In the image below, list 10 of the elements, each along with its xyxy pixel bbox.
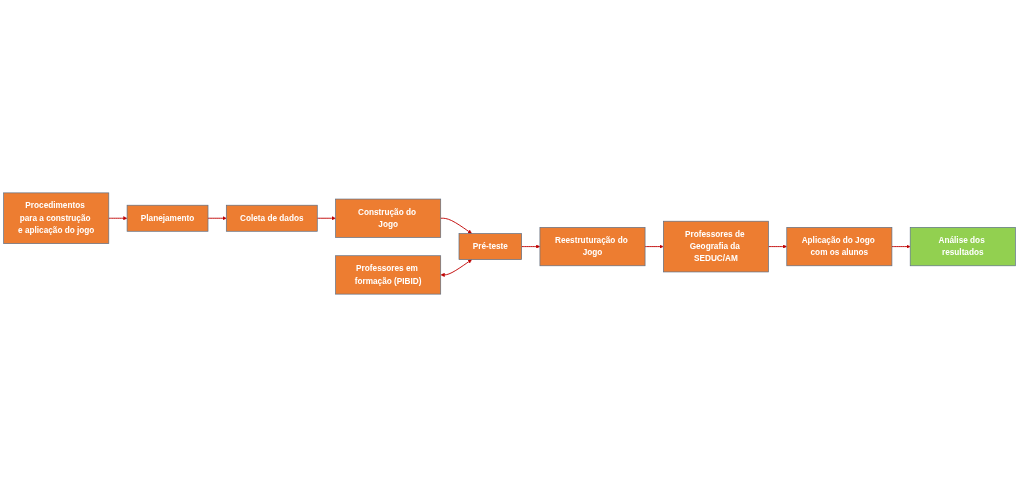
node-box: Construção do Jogo bbox=[335, 198, 442, 238]
node-box: Reestruturação do Jogo bbox=[539, 227, 646, 267]
node-box: Análise dos resultados bbox=[909, 227, 1016, 267]
node-box: Coleta de dados bbox=[225, 204, 318, 232]
node-box: Procedimentos para a construção e aplicação do jogo bbox=[3, 192, 110, 244]
node-box: Planejamento bbox=[126, 204, 209, 232]
node-box: Pré-teste bbox=[458, 233, 522, 260]
node-box: Aplicação do Jogo com os alunos bbox=[786, 227, 893, 267]
node-box: Professores em formação (PIBID) bbox=[335, 255, 442, 295]
node-box: Professores de Geografia da SEDUC/AM bbox=[663, 220, 769, 273]
